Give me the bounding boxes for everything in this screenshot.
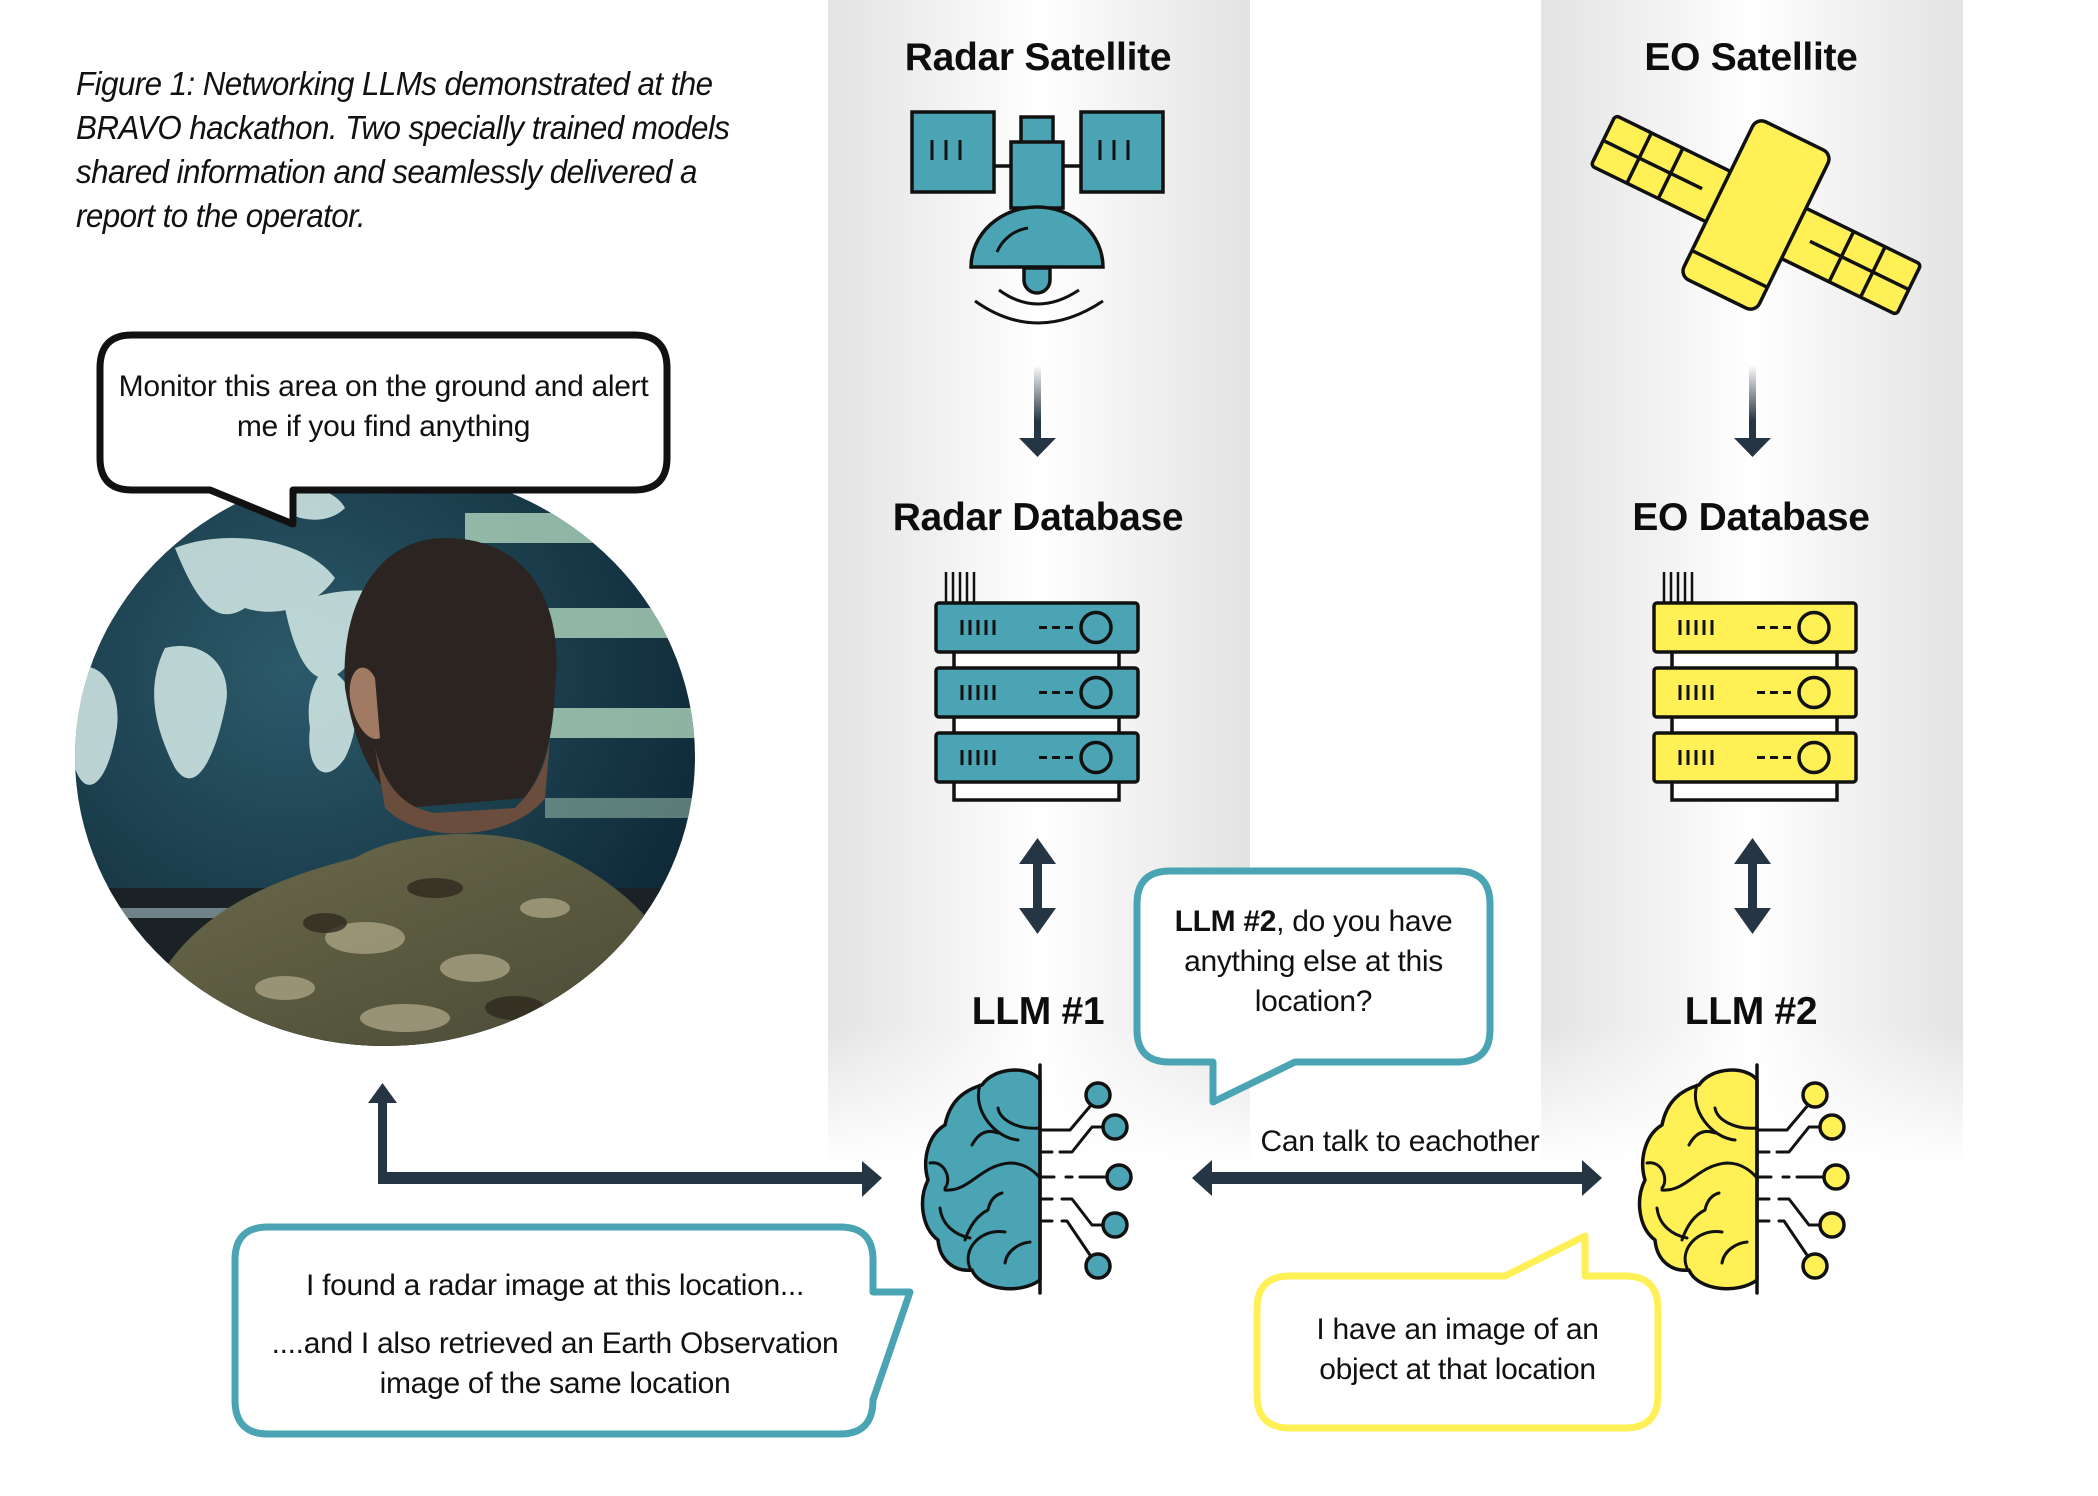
eo-database-title: EO Database [1632,496,1870,539]
llm1-query-bubble [1133,867,1494,1106]
llm1-report-bubble [231,1223,914,1438]
operator-photo [75,468,695,1046]
radar-database-server-icon [934,572,1140,802]
llm1-brain-icon [920,1063,1133,1295]
operator-ear [349,667,380,739]
eo-database-llm2-double-arrow [1734,838,1771,934]
operator-llm1-arrow [368,1083,882,1197]
llm1-query-text: LLM #2, do you have anything else at thi… [1160,902,1467,1022]
radar-satellite-icon [910,110,1165,325]
llm1-llm2-double-arrow [1192,1160,1602,1196]
llm1-query-rest: , do you have anything else at this loca… [1184,905,1453,1018]
llm1-title: LLM #1 [971,990,1105,1033]
llm1-report-line2: ....and I also retrieved an Earth Observ… [271,1327,839,1400]
llm1-report-line1: I found a radar image at this location..… [306,1269,804,1302]
llm2-title: LLM #2 [1684,990,1818,1033]
llm2-brain-icon [1637,1063,1850,1295]
llm1-query-bold: LLM #2 [1174,905,1277,938]
eo-satellite-title: EO Satellite [1644,36,1858,79]
radar-database-title: Radar Database [892,496,1184,539]
connector-label: Can talk to eachother [1260,1125,1540,1158]
eo-satellite-to-database-arrow [1734,365,1771,457]
radar-database-llm1-double-arrow [1019,838,1056,934]
eo-satellite-icon [1590,114,1922,316]
llm2-reply-bubble [1253,1232,1662,1432]
llm2-reply-text: I have an image of an object at that loc… [1316,1313,1599,1386]
operator-speech-text: Monitor this area on the ground and aler… [118,370,649,443]
operator-head [344,538,557,808]
radar-satellite-to-database-arrow [1019,365,1056,457]
eo-database-server-icon [1652,572,1858,802]
radar-satellite-title: Radar Satellite [904,36,1172,79]
operator-speech-bubble [96,331,671,528]
camo-pattern [255,898,570,1032]
operator-neck [375,738,550,834]
figure-caption: Figure 1: Networking LLMs demonstrated a… [76,65,730,234]
operator-photo-illustration [75,468,695,1046]
